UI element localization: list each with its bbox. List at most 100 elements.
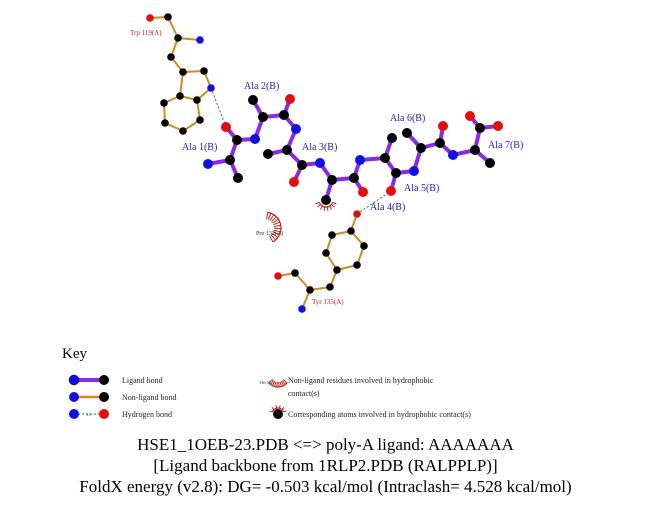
key-hydrophobic-atom-icon <box>269 405 287 419</box>
hydrogen-bond <box>356 190 392 215</box>
carbon-atom <box>387 133 397 143</box>
carbon-atom <box>360 242 368 250</box>
carbon-atom <box>193 96 201 104</box>
hydrophobic-spoke <box>272 218 279 224</box>
hydrophobic-spoke <box>283 410 287 413</box>
carbon-atom <box>174 34 182 42</box>
hydrophobic-arc <box>267 211 282 243</box>
label-ala1: Ala 1(B) <box>182 142 217 153</box>
hydrophobic-arc <box>318 202 334 208</box>
carbon-atom <box>232 135 242 145</box>
pro132-hydrophobic-arc-icon <box>266 211 282 243</box>
hydrophobic-arc <box>268 382 288 388</box>
hydrophobic-spoke <box>332 201 337 205</box>
key-hydrophobic-atom <box>273 409 283 419</box>
nitrogen-atom <box>355 155 365 165</box>
label-ala7: Ala 7(B) <box>488 140 523 151</box>
carbon-atom <box>306 286 314 294</box>
hydrophobic-spoke <box>271 380 276 386</box>
nonligand-bond <box>167 16 179 39</box>
carbon-atom <box>196 116 204 124</box>
oxygen-atom <box>493 121 503 131</box>
nitrogen-atom <box>315 158 325 168</box>
hydrophobic-spoke <box>323 206 326 211</box>
label-trp119: Trp 119(A) <box>130 29 162 37</box>
hydrophobic-spoke <box>273 221 281 226</box>
carbon-atom <box>435 138 445 148</box>
label-ala6: Ala 6(B) <box>390 113 425 124</box>
oxygen-atom <box>465 111 475 121</box>
carbon-atom <box>297 160 307 170</box>
oxygen-atom <box>274 272 282 280</box>
nitrogen-atom <box>291 124 301 134</box>
carbon-atom <box>322 249 330 257</box>
title-line-1: HSE1_1OEB-23.PDB <=> poly-A ligand: AAAA… <box>137 435 514 454</box>
hydrophobic-spoke <box>266 212 269 220</box>
atom-hydrophobic-spokes-icon <box>315 201 337 211</box>
title-line-2: [Ligand backbone from 1RLP2.PDB (RALPPLP… <box>153 456 498 475</box>
carbon-atom <box>326 283 334 291</box>
key-hydrophobic-res-label-2: contact(s) <box>288 389 320 398</box>
carbon-atom <box>328 231 336 239</box>
label-pro132: Pro 132(A) <box>256 230 283 237</box>
nitrogen-atom <box>448 150 458 160</box>
nitrogen-atom <box>250 134 260 144</box>
carbon-atom <box>347 227 355 235</box>
hydrogen-bonds <box>210 87 392 215</box>
carbon-atom <box>233 173 243 183</box>
carbon-atom <box>416 143 426 153</box>
hydrophobic-spoke <box>283 379 288 384</box>
hydrogen-bond <box>210 87 227 128</box>
key-nonligand-bond-label: Non-ligand bond <box>122 393 176 402</box>
label-ala3: Ala 3(B) <box>302 142 337 153</box>
hydrophobic-spoke <box>269 214 275 221</box>
key-hydrophobic-atoms-label: Corresponding atoms involved in hydropho… <box>288 410 471 419</box>
carbon-atom <box>167 53 175 61</box>
carbon-atom <box>282 145 292 155</box>
carbon-atom <box>402 128 412 138</box>
key-hydrophobic-atom-spokes <box>269 405 287 413</box>
hydrophobic-spoke <box>282 380 286 385</box>
carbon-atom <box>321 195 331 205</box>
label-tyr135: Tyr 135(A) <box>312 298 344 306</box>
oxygen-atom <box>289 177 299 187</box>
oxygen-atom <box>221 122 231 132</box>
nitrogen-atom <box>196 36 204 44</box>
key-ligand-bond-label: Ligand bond <box>122 376 163 385</box>
hydrophobic-spoke <box>268 379 273 384</box>
hydrophobic-spoke <box>267 212 272 220</box>
carbon-atom <box>258 112 268 122</box>
hydrophobic-spoke <box>271 232 279 238</box>
carbon-atom <box>380 153 390 163</box>
hydrophobic-spoke <box>270 234 277 241</box>
oxygen-atom <box>146 14 154 22</box>
carbon-atom <box>179 127 187 135</box>
nitrogen-atom <box>207 84 215 92</box>
hydrophobic-spoke <box>271 216 277 222</box>
hydrophobic-spoke <box>315 201 320 205</box>
carbon-atom <box>485 158 495 168</box>
key-example-residue: His 53 <box>260 380 271 385</box>
carbon-atom <box>349 173 359 183</box>
nitrogen-atom <box>298 305 306 313</box>
carbon-atom <box>333 266 341 274</box>
key-title: Key <box>62 346 87 362</box>
oxygen-atom <box>358 187 368 197</box>
carbon-atom <box>248 95 258 105</box>
oxygen-atom <box>438 121 448 131</box>
hydrophobic-spoke <box>279 381 282 387</box>
carbon-atom <box>160 99 168 107</box>
oxygen-atom <box>386 186 396 196</box>
carbon-atom <box>353 261 361 269</box>
hydrophobic-spoke <box>280 380 285 386</box>
carbon-atom <box>179 68 187 76</box>
key-hydrophobic-arc-icon <box>268 379 288 388</box>
carbon-atom <box>475 123 485 133</box>
carbon-atom <box>225 155 235 165</box>
carbon-atom <box>263 149 273 159</box>
label-ala5: Ala 5(B) <box>404 183 439 194</box>
key-hydrophobic-arc <box>268 379 288 388</box>
carbon-atom <box>391 168 401 178</box>
label-ala4: Ala 4(B) <box>370 202 405 213</box>
